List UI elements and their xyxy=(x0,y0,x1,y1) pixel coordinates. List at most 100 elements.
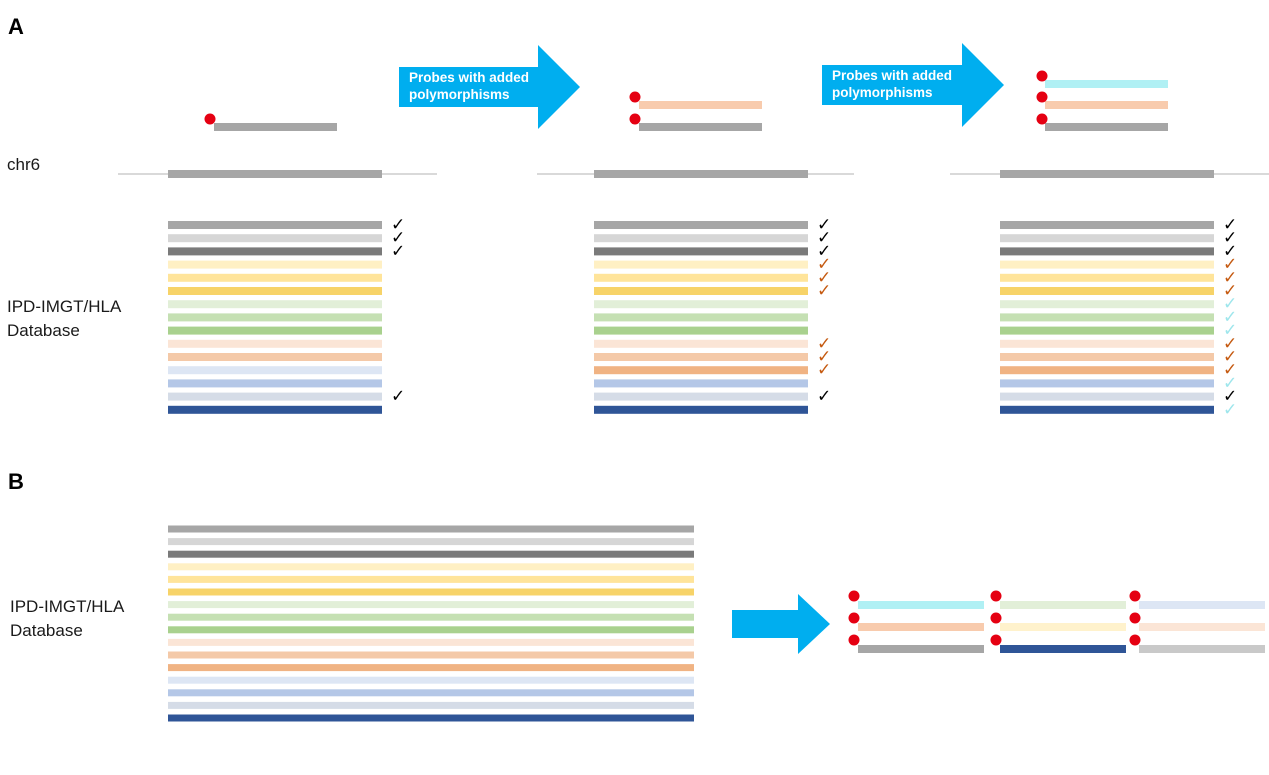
check-mark-orange: ✓ xyxy=(817,281,831,301)
allele-bar xyxy=(168,676,694,684)
check-mark-cyan: ✓ xyxy=(1223,307,1237,327)
allele-bar xyxy=(168,550,694,558)
probe-tag-dot-stage-2-2 xyxy=(629,113,641,125)
allele-bar xyxy=(168,613,694,621)
allele-bar xyxy=(594,221,808,229)
allele-bar xyxy=(168,575,694,583)
allele-bar xyxy=(168,260,382,269)
check-mark-cyan: ✓ xyxy=(1223,400,1237,420)
pool-probe xyxy=(1139,601,1265,609)
pool-probe-tag-dot xyxy=(990,634,1002,646)
allele-bar xyxy=(168,339,382,348)
check-mark-black: ✓ xyxy=(391,241,405,261)
allele-bar xyxy=(168,405,382,414)
arrow-2-shape xyxy=(822,43,1004,127)
check-mark-orange: ✓ xyxy=(1223,360,1237,380)
allele-bar xyxy=(594,313,808,322)
allele-bar xyxy=(168,714,694,722)
allele-bar xyxy=(1000,353,1214,361)
pool-probe-tag-dot xyxy=(848,612,860,624)
arrow-3 xyxy=(732,594,830,654)
allele-bar xyxy=(1000,326,1214,335)
probe-tag-dot-stage-2-1 xyxy=(629,91,641,103)
arrow-1-text-line2: polymorphisms xyxy=(409,87,510,102)
panel-b-database xyxy=(168,525,694,722)
check-mark-orange: ✓ xyxy=(817,255,831,275)
allele-bar xyxy=(168,287,382,295)
panel-b-probe-pool xyxy=(848,590,1265,653)
arrow-1: Probes with added polymorphisms xyxy=(399,45,580,129)
allele-bar xyxy=(594,273,808,282)
chr6-segment-stage-1 xyxy=(168,170,382,178)
allele-bar xyxy=(594,392,808,401)
allele-bar xyxy=(594,366,808,375)
pool-probe xyxy=(1139,623,1265,631)
allele-bar xyxy=(1000,221,1214,229)
database-a-label-line2: Database xyxy=(7,321,80,340)
allele-bar xyxy=(168,638,694,646)
chr6-segment-stage-2 xyxy=(594,170,808,178)
allele-bar xyxy=(168,664,694,672)
pool-probe xyxy=(1000,645,1126,653)
check-mark-black: ✓ xyxy=(817,241,831,261)
allele-bar xyxy=(168,392,382,401)
pool-probe xyxy=(858,601,984,609)
panel-a-stage-2: ✓✓✓✓✓✓✓✓✓✓ xyxy=(537,91,854,414)
check-mark-cyan: ✓ xyxy=(1223,294,1237,314)
allele-bar xyxy=(168,247,382,256)
allele-bar xyxy=(594,339,808,348)
check-mark-black: ✓ xyxy=(391,228,405,248)
pool-probe-tag-dot xyxy=(990,612,1002,624)
allele-bar xyxy=(1000,247,1214,256)
check-mark-orange: ✓ xyxy=(1223,334,1237,354)
allele-bar xyxy=(168,234,382,243)
check-mark-cyan: ✓ xyxy=(1223,373,1237,393)
database-b-label-line1: IPD-IMGT/HLA xyxy=(10,597,125,616)
pool-probe-tag-dot xyxy=(1129,634,1141,646)
pool-probe xyxy=(1000,623,1126,631)
probe-cyan-stage-3 xyxy=(1045,80,1168,88)
probe-grey-stage-1 xyxy=(214,123,337,131)
allele-bar xyxy=(168,300,382,309)
arrow-2-text-line2: polymorphisms xyxy=(832,85,933,100)
panel-a-stage-1: ✓✓✓✓ xyxy=(118,113,437,414)
allele-bar xyxy=(594,353,808,361)
check-mark-black: ✓ xyxy=(1223,228,1237,248)
allele-bar xyxy=(1000,234,1214,243)
pool-probe-tag-dot xyxy=(1129,590,1141,602)
probe-peach-stage-3 xyxy=(1045,101,1168,109)
pool-probe xyxy=(1000,601,1126,609)
allele-bar xyxy=(1000,392,1214,401)
check-mark-black: ✓ xyxy=(391,387,405,407)
allele-bar xyxy=(168,525,694,533)
allele-bar xyxy=(594,287,808,295)
check-mark-black: ✓ xyxy=(817,387,831,407)
allele-bar xyxy=(1000,405,1214,414)
allele-bar xyxy=(1000,379,1214,388)
allele-bar xyxy=(168,601,694,609)
allele-bar xyxy=(168,313,382,322)
probe-tag-dot-stage-1-1 xyxy=(204,113,216,125)
allele-bar xyxy=(1000,273,1214,282)
pool-probe xyxy=(858,645,984,653)
allele-bar xyxy=(1000,313,1214,322)
arrow-1-text-line1: Probes with added xyxy=(409,70,529,85)
check-mark-orange: ✓ xyxy=(1223,268,1237,288)
database-b-label-line2: Database xyxy=(10,621,83,640)
panel-a-label: A xyxy=(8,14,24,39)
pool-probe xyxy=(858,623,984,631)
check-mark-orange: ✓ xyxy=(817,360,831,380)
chr6-segment-stage-3 xyxy=(1000,170,1214,178)
check-mark-orange: ✓ xyxy=(817,347,831,367)
check-mark-orange: ✓ xyxy=(817,268,831,288)
probe-tag-dot-stage-3-1 xyxy=(1036,70,1048,82)
check-mark-black: ✓ xyxy=(1223,241,1237,261)
pool-probe-tag-dot xyxy=(848,634,860,646)
check-mark-black: ✓ xyxy=(1223,215,1237,235)
allele-bar xyxy=(594,260,808,269)
allele-bar xyxy=(1000,339,1214,348)
pool-probe xyxy=(1139,645,1265,653)
check-mark-black: ✓ xyxy=(391,215,405,235)
allele-bar xyxy=(168,366,382,375)
